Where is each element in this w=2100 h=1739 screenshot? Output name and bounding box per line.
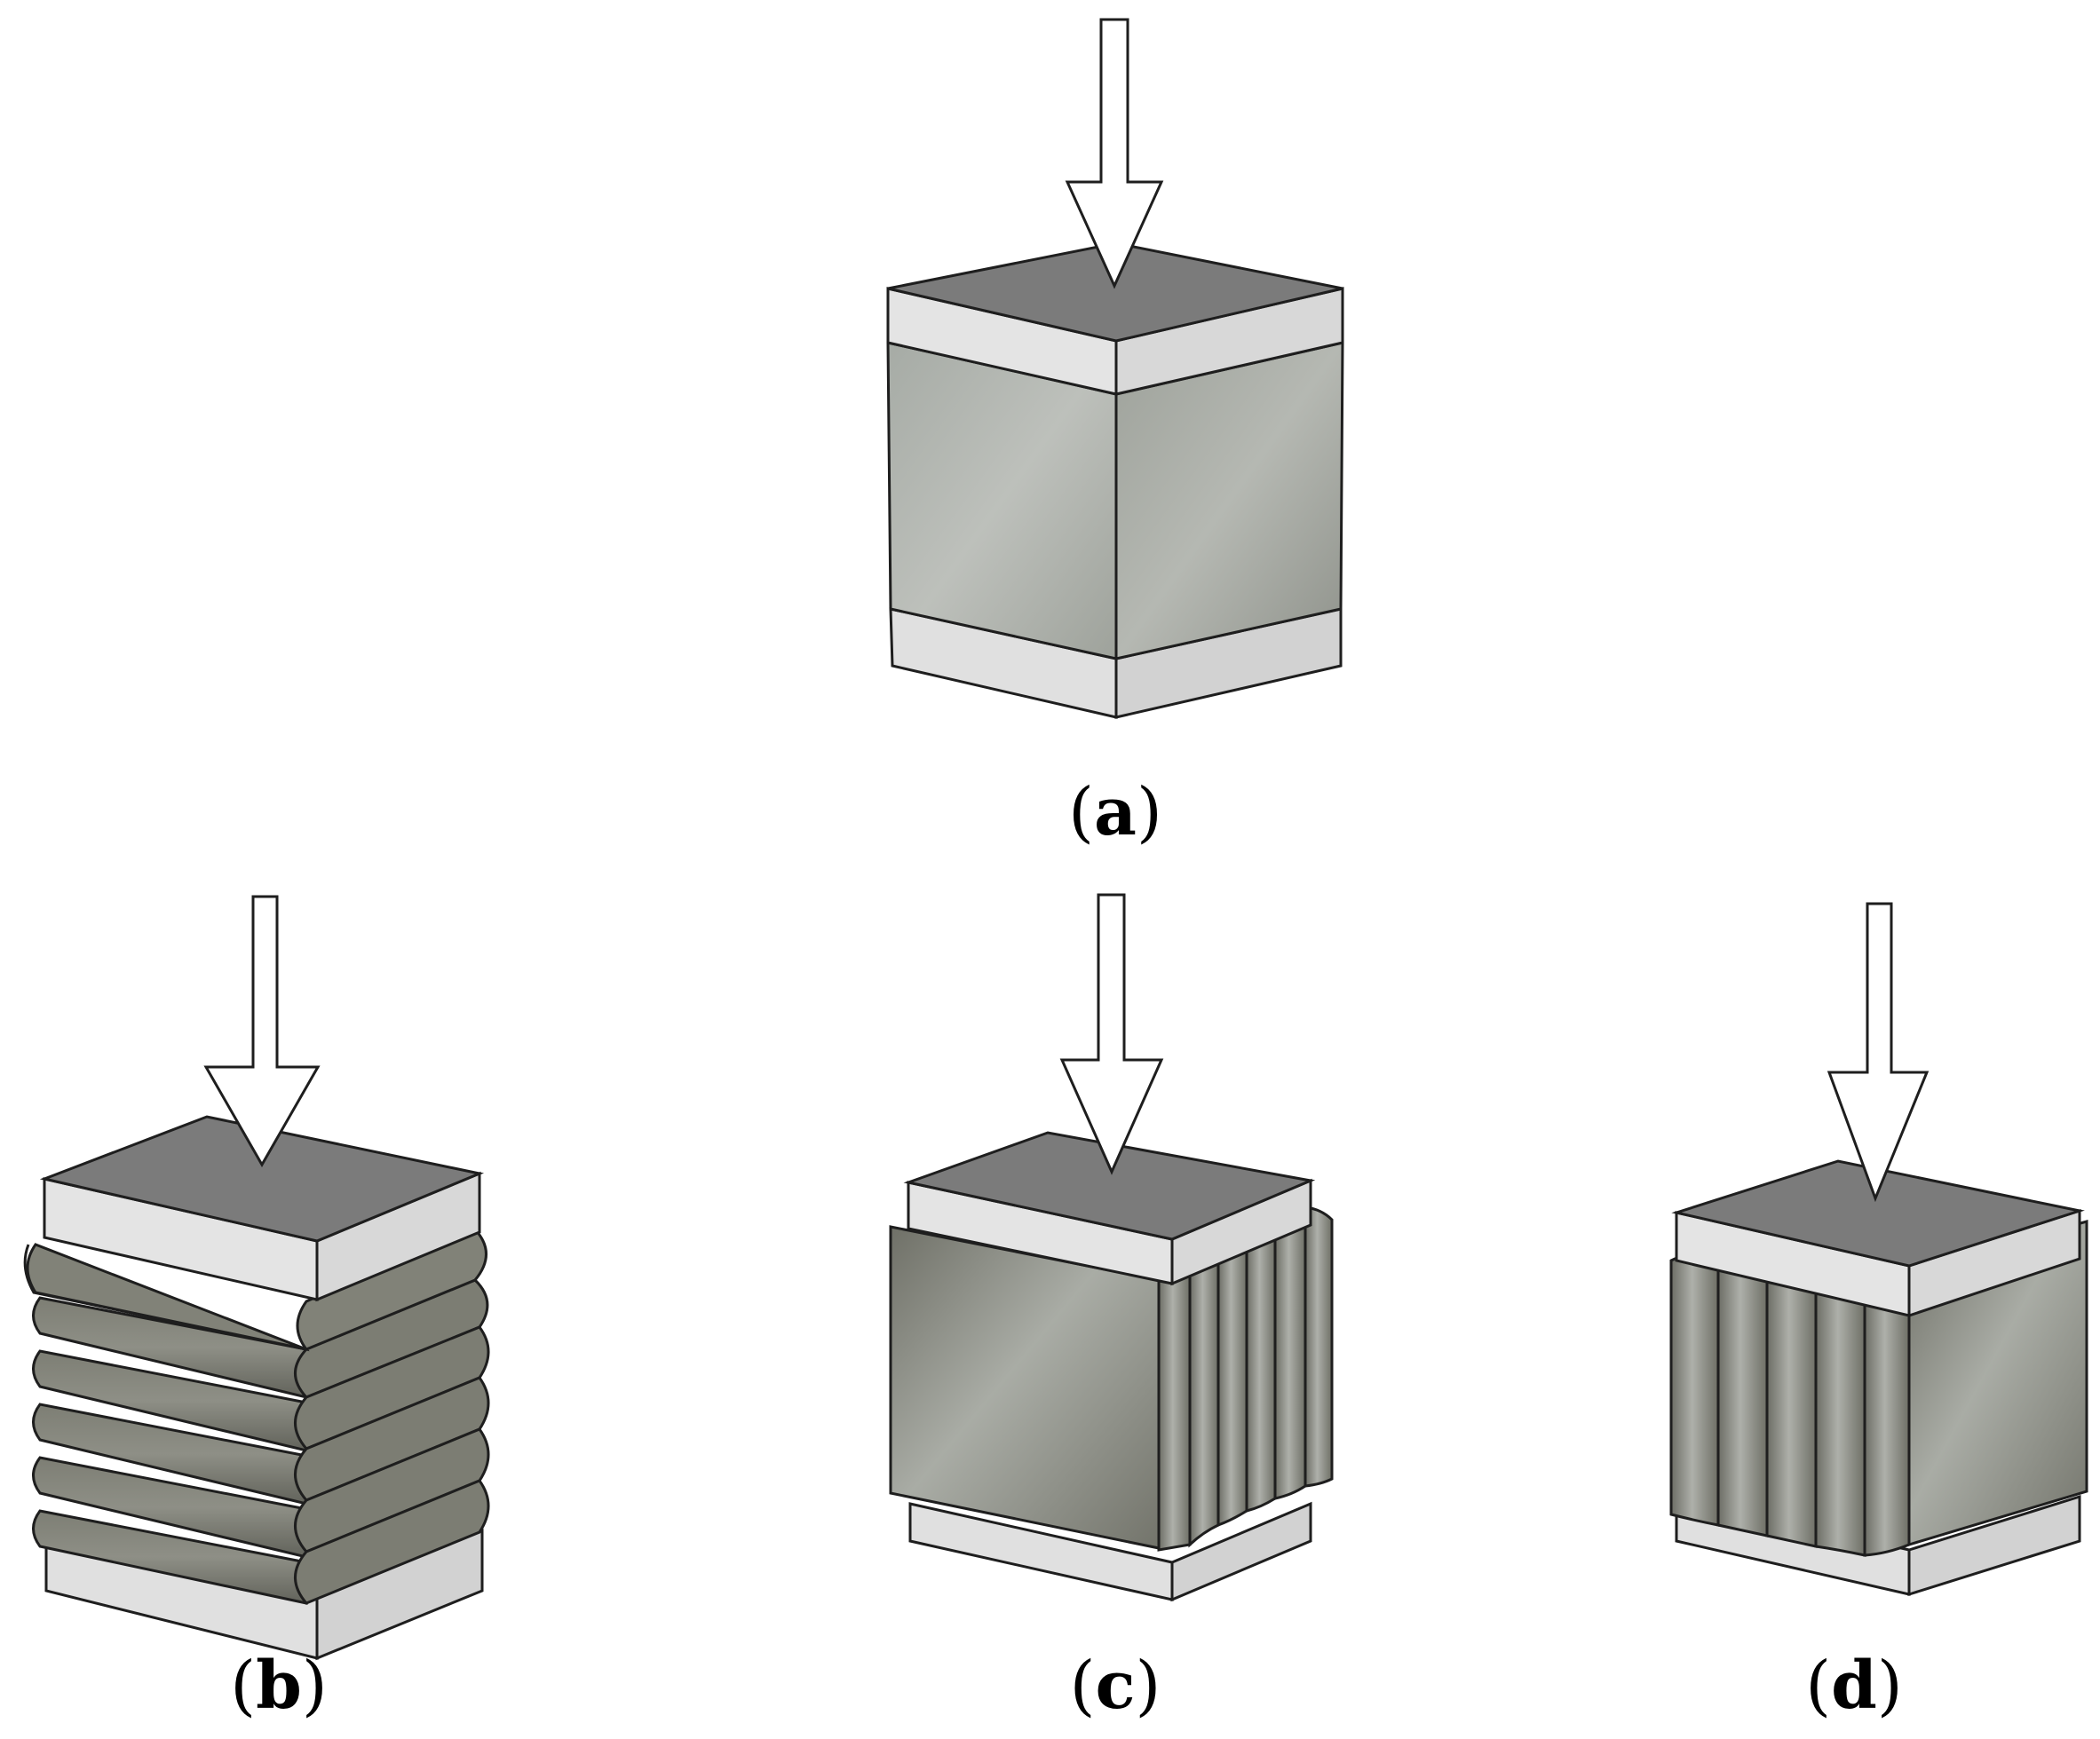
top-plate-top-face xyxy=(887,241,1343,343)
vertical-rod-row xyxy=(1157,1205,1334,1552)
bottom-plate-right-face xyxy=(1907,1494,2081,1597)
top-plate-top-face xyxy=(1671,1159,2085,1268)
top-plate-top-face xyxy=(903,1131,1316,1241)
panel-d-vertical-rods-full-specimen xyxy=(1669,902,2088,1597)
panel-b-horizontal-rods-specimen xyxy=(23,895,490,1661)
panel-a-solid-core-specimen xyxy=(886,18,1344,719)
vertical-rod xyxy=(1765,1264,1818,1548)
vertical-rod xyxy=(1669,1253,1720,1527)
vertical-rod xyxy=(1245,1221,1277,1513)
horizontal-rod xyxy=(32,1479,490,1605)
core-front-face xyxy=(889,1225,1161,1550)
load-arrow-d xyxy=(1827,902,1930,1203)
load-arrow-c xyxy=(1059,893,1164,1175)
caption-a-letter: a xyxy=(1094,774,1137,850)
vertical-rod xyxy=(1863,1283,1911,1557)
caption-c-letter: c xyxy=(1095,1648,1136,1724)
load-arrow-b xyxy=(203,895,321,1168)
vertical-rod xyxy=(1814,1275,1866,1557)
vertical-rod-row xyxy=(1669,1253,1911,1557)
load-arrow-a xyxy=(1065,18,1164,289)
caption-d-letter: d xyxy=(1831,1648,1877,1724)
horizontal-rod-stack xyxy=(23,1244,490,1605)
vertical-rod xyxy=(1188,1244,1220,1548)
caption-c: (c) xyxy=(1069,1648,1161,1724)
horizontal-rod xyxy=(32,1376,490,1506)
top-plate-top-face xyxy=(39,1115,485,1243)
caption-b: (b) xyxy=(230,1648,328,1724)
vertical-rod xyxy=(1157,1269,1192,1552)
caption-a: (a) xyxy=(1068,774,1162,850)
core-left-face xyxy=(886,341,1118,660)
caption-b-letter: b xyxy=(256,1648,302,1724)
caption-d: (d) xyxy=(1805,1648,1903,1724)
vertical-rod xyxy=(1273,1212,1307,1500)
vertical-rod xyxy=(1716,1255,1769,1537)
bottom-plate-right-face xyxy=(1170,1501,1312,1602)
panel-c-vertical-rods-partial-specimen xyxy=(889,893,1334,1602)
core-right-face xyxy=(1114,341,1344,660)
vertical-rod xyxy=(1216,1232,1248,1528)
vertical-rod xyxy=(1304,1205,1334,1488)
horizontal-rod-top xyxy=(26,1228,487,1352)
